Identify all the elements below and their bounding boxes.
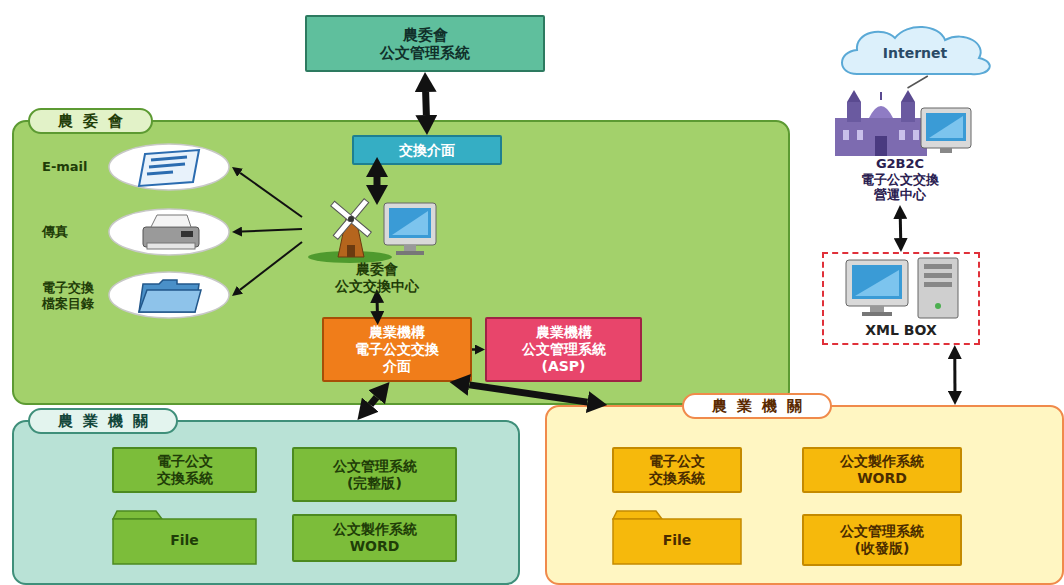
node-label: 公文管理系統 (收發版) (840, 523, 924, 557)
system-box: 公文管理系統 (完整版) (292, 447, 457, 502)
connector-arrow (242, 229, 302, 232)
system-box: 公文管理系統 (收發版) (802, 514, 962, 566)
xml-box: XML BOX (822, 252, 980, 345)
connector-arrow (899, 219, 902, 238)
node-label: Internet (883, 45, 947, 62)
node-label: 公文製作系統 WORD (333, 521, 417, 555)
node-label: 公文製作系統 WORD (840, 453, 924, 487)
node-label: 電子公文 交換系統 (157, 453, 213, 487)
exchange-center: 農委會 公文交換中心 (302, 197, 452, 297)
fax-icon (107, 207, 232, 257)
internet-cloud: Internet (835, 22, 995, 76)
agency-region: 農業機關電子公文 交換系統公文管理系統 (完整版)File公文製作系統 WORD (12, 420, 520, 585)
file-folder: File (112, 510, 257, 565)
file-directory-channel: 電子交換 檔案目錄 (42, 270, 232, 322)
node-label: E-mail (42, 159, 88, 175)
system-box: 電子公文 交換系統 (612, 447, 742, 493)
email-channel: E-mail (42, 142, 232, 192)
system-box: 農委會 公文管理系統 (305, 15, 545, 72)
connector-arrow (908, 76, 928, 88)
connector-arrow (240, 242, 302, 290)
node-label: 傳真 (42, 224, 68, 240)
region-heading: 農委會 (28, 108, 153, 134)
node-label: XML BOX (865, 322, 936, 339)
node-label: 電子交換 檔案目錄 (42, 280, 94, 311)
fax-channel: 傳真 (42, 207, 232, 257)
connector-arrow (422, 92, 430, 115)
folder-icon (107, 270, 232, 322)
connector-arrow (472, 348, 475, 351)
node-label: File (170, 532, 199, 549)
connector-arrow (374, 177, 381, 185)
connector-arrow (240, 173, 302, 217)
connector-arrow (469, 385, 587, 402)
node-label: File (663, 532, 692, 549)
node-label: 農業機構 電子公文交換 介面 (355, 324, 439, 374)
interface-box: 農業機構 電子公文交換 介面 (322, 317, 472, 382)
connector-arrow (953, 359, 956, 391)
agency-region: 農業機關電子公文 交換系統公文製作系統 WORDFile公文管理系統 (收發版) (545, 405, 1064, 585)
file-folder: File (612, 510, 742, 565)
node-label: 公文管理系統 (完整版) (333, 458, 417, 492)
node-label: G2B2C 電子公文交換 營運中心 (861, 156, 939, 203)
operation-center: G2B2C 電子公文交換 營運中心 (825, 88, 975, 205)
region-heading: 農業機關 (28, 408, 178, 434)
system-box: 農業機構 公文管理系統 (ASP) (485, 317, 642, 382)
region-heading: 農業機關 (682, 393, 832, 419)
node-label: 農委會 公文交換中心 (335, 261, 419, 295)
system-box: 電子公文 交換系統 (112, 447, 257, 493)
connector-arrow (376, 303, 379, 311)
node-label: 農業機構 公文管理系統 (ASP) (522, 324, 606, 374)
system-box: 公文製作系統 WORD (802, 447, 962, 493)
organization-region: 農委會交換介面農委會 公文交換中心E-mail傳真電子交換 檔案目錄農業機構 電… (12, 120, 790, 405)
envelope-icon (107, 142, 232, 192)
node-label: 農委會 公文管理系統 (380, 26, 470, 62)
connector-arrow (370, 397, 376, 404)
node-label: 電子公文 交換系統 (649, 453, 705, 487)
interface-box: 交換介面 (352, 135, 502, 165)
node-label: 交換介面 (399, 142, 455, 159)
system-box: 公文製作系統 WORD (292, 514, 457, 562)
